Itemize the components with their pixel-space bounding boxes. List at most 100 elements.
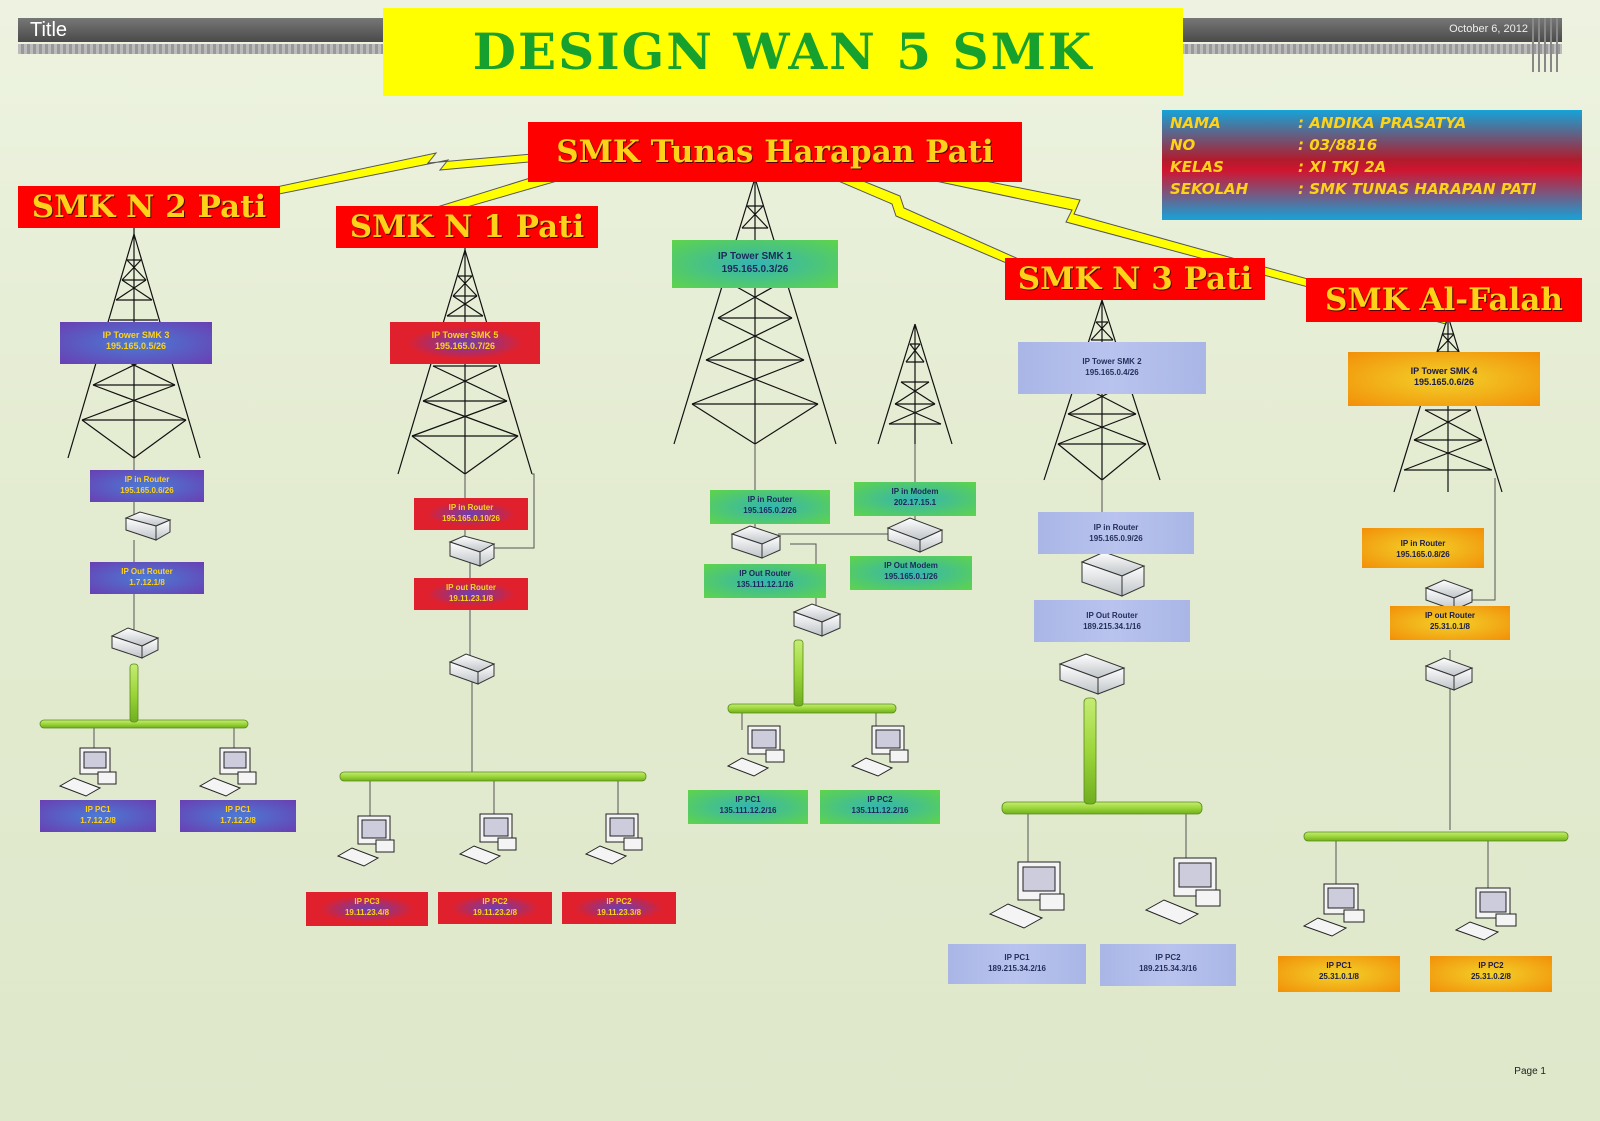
ip-label-address: 195.165.0.9/26 xyxy=(1089,534,1143,543)
ip-label-address: 195.165.0.2/26 xyxy=(743,506,797,515)
ip-label-title: IP Tower SMK 3 xyxy=(102,330,170,340)
router-icon-smkn2 xyxy=(124,511,172,541)
ip-label-address: 195.165.0.4/26 xyxy=(1085,368,1139,377)
ip-label-address: 25.31.0.2/8 xyxy=(1470,972,1512,981)
ip-label-title: IP in Router xyxy=(124,475,170,484)
ip-pc1-smkn2: IP PC1 1.7.12.2/8 xyxy=(40,800,156,832)
modem-icon-hub xyxy=(886,517,944,553)
ip-router-in-smkn2: IP in Router 195.165.0.6/26 xyxy=(90,470,204,502)
ip-pc2-alfalah: IP PC2 25.31.0.2/8 xyxy=(1430,956,1552,992)
student-info-box: NAMA: ANDIKA PRASATYA NO: 03/8816 KELAS:… xyxy=(1162,110,1582,220)
info-value: : SMK TUNAS HARAPAN PATI xyxy=(1298,180,1537,198)
ip-router-out-smkn2: IP Out Router 1.7.12.1/8 xyxy=(90,562,204,594)
switch-icon-smkn3 xyxy=(1058,653,1126,695)
ip-label-address: 195.165.0.1/26 xyxy=(884,572,938,581)
site-alfalah-label: SMK Al-Falah xyxy=(1306,278,1582,322)
ip-label-title: IP out Router xyxy=(1424,611,1476,620)
ip-label-address: 19.11.23.3/8 xyxy=(596,908,642,917)
ip-label-address: 19.11.23.2/8 xyxy=(472,908,518,917)
header-title: Title xyxy=(30,19,68,41)
pc-icon-smkn1-2 xyxy=(458,813,517,865)
site-smkn3-label: SMK N 3 Pati xyxy=(1005,258,1265,300)
ip-label-title: IP in Router xyxy=(1400,539,1446,548)
ip-pc2-hub: IP PC2 135.111.12.2/16 xyxy=(820,790,940,824)
main-title: DESIGN WAN 5 SMK xyxy=(383,8,1183,96)
ip-label-address: 135.111.12.1/16 xyxy=(736,580,794,589)
ip-label-address: 25.31.0.1/8 xyxy=(1318,972,1360,981)
ip-label-title: IP Tower SMK 5 xyxy=(431,330,499,340)
ip-label-title: IP PC2 xyxy=(1478,961,1504,970)
ip-label-address: 195.165.0.6/26 xyxy=(120,486,174,495)
pc-icon-alfalah-2 xyxy=(1454,887,1517,941)
ip-label-address: 135.111.12.2/16 xyxy=(719,806,777,815)
pc-icon-smkn1-3 xyxy=(584,813,643,865)
page-number: Page 1 xyxy=(1514,1066,1546,1077)
ip-router-in-smkn3: IP in Router 195.165.0.9/26 xyxy=(1038,512,1194,554)
pc-icon-smkn3-2 xyxy=(1144,857,1221,925)
info-value: : XI TKJ 2A xyxy=(1298,158,1387,176)
pc-icon-hub-1 xyxy=(726,725,785,777)
ip-pc2-smkn2: IP PC1 1.7.12.2/8 xyxy=(180,800,296,832)
ip-router-out-hub: IP Out Router 135.111.12.1/16 xyxy=(704,564,826,598)
ip-label-title: IP PC3 xyxy=(354,897,380,906)
ip-label-title: IP Tower SMK 1 xyxy=(717,251,793,262)
info-value: : ANDIKA PRASATYA xyxy=(1298,114,1467,132)
ip-label-address: 195.165.0.7/26 xyxy=(434,341,496,351)
ip-label-address: 195.165.0.6/26 xyxy=(1413,377,1475,387)
tower-modem xyxy=(877,323,953,445)
ip-label-address: 189.215.34.1/16 xyxy=(1083,622,1141,631)
ip-label-address: 195.165.0.5/26 xyxy=(105,341,167,351)
backbone-smkn2 xyxy=(39,719,249,729)
ip-label-address: 195.165.0.8/26 xyxy=(1396,550,1450,559)
ip-modem-out-hub: IP Out Modem 195.165.0.1/26 xyxy=(850,556,972,590)
ip-label-title: IP PC1 xyxy=(225,805,251,814)
switch-icon-alfalah xyxy=(1424,657,1474,691)
ip-label-title: IP in Router xyxy=(1093,523,1139,532)
computers xyxy=(58,725,1517,941)
ip-label-address: 135.111.12.2/16 xyxy=(851,806,909,815)
drop-smkn2 xyxy=(129,663,139,723)
ip-label-title: IP PC2 xyxy=(867,795,893,804)
info-label: NO xyxy=(1170,136,1196,154)
ip-label-title: IP Out Router xyxy=(739,569,791,578)
ip-pc2-smkn1: IP PC2 19.11.23.2/8 xyxy=(438,892,552,924)
ip-label-address: 1.7.12.2/8 xyxy=(80,816,116,825)
pc-icon-smkn2-1 xyxy=(58,747,117,797)
ip-label-address: 202.17.15.1 xyxy=(893,498,937,507)
backbone-alfalah xyxy=(1303,831,1569,842)
info-value: : 03/8816 xyxy=(1298,136,1378,154)
backbone-smkn3 xyxy=(1001,801,1203,815)
ip-label-title: IP out Router xyxy=(445,583,497,592)
router-icon-smkn3 xyxy=(1080,551,1146,597)
header-date: October 6, 2012 xyxy=(1449,23,1528,35)
ip-label-title: IP PC2 xyxy=(482,897,508,906)
drop-smkn3 xyxy=(1083,697,1097,805)
ip-label-title: IP Out Modem xyxy=(884,561,938,570)
ip-label-title: IP Out Router xyxy=(121,567,173,576)
ip-label-address: 189.215.34.3/16 xyxy=(1139,964,1197,973)
header-stripes-decoration xyxy=(1532,18,1562,72)
pc-icon-smkn3-1 xyxy=(988,861,1065,929)
pc-icon-hub-2 xyxy=(850,725,909,777)
switch-icon-smkn2 xyxy=(110,627,160,659)
site-smkn1-label: SMK N 1 Pati xyxy=(336,206,598,248)
ip-label-address: 1.7.12.1/8 xyxy=(129,578,165,587)
ip-label-address: 195.165.0.10/26 xyxy=(442,514,500,523)
tower-hub xyxy=(673,138,837,445)
ip-label-title: IP PC1 xyxy=(85,805,111,814)
ip-label-address: 1.7.12.2/8 xyxy=(220,816,256,825)
pc-icon-smkn1-1 xyxy=(336,815,395,867)
